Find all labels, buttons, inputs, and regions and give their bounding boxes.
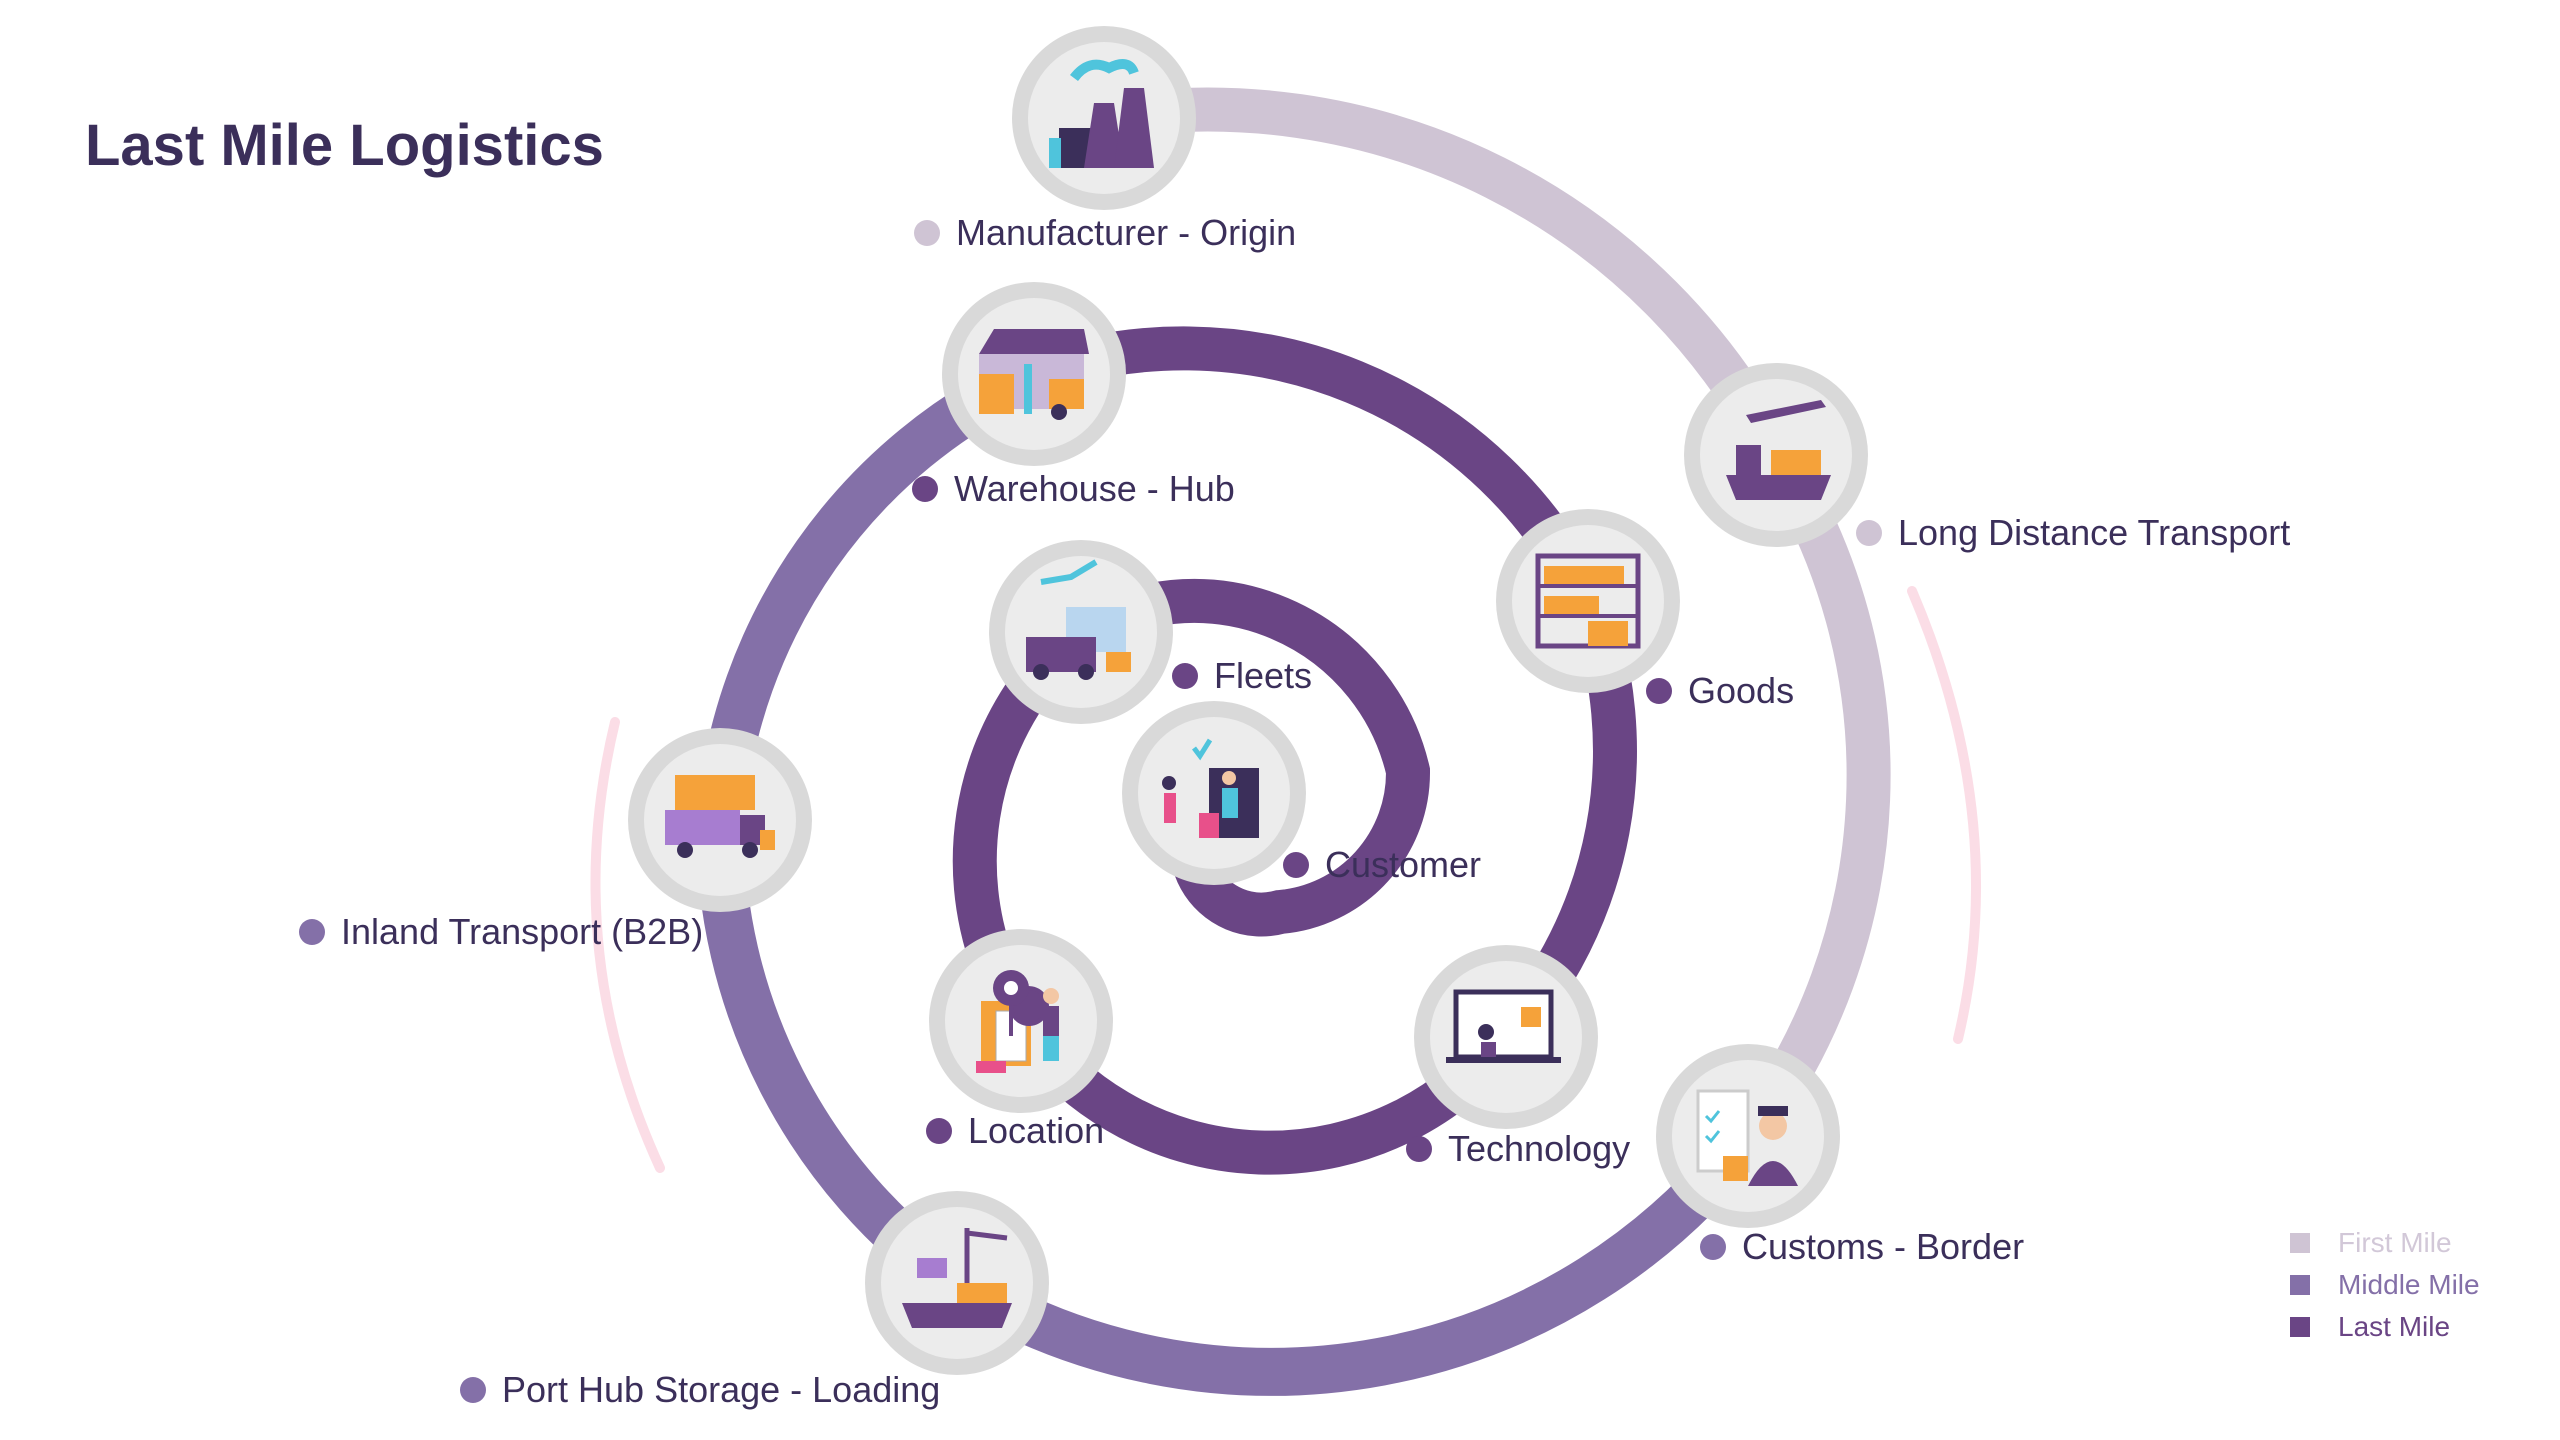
stage-label-warehouse: Warehouse - Hub xyxy=(912,467,1235,511)
stage-node-location xyxy=(929,929,1113,1113)
stage-label-fleets: Fleets xyxy=(1172,654,1312,698)
location-pin-icon xyxy=(976,970,1059,1073)
stage-node-long-distance xyxy=(1684,363,1868,547)
stage-node-customer xyxy=(1122,701,1306,885)
stage-label-text: Long Distance Transport xyxy=(1898,512,2291,553)
stage-label-customer: Customer xyxy=(1283,843,1481,887)
stage-label-inland: Inland Transport (B2B) xyxy=(299,910,703,954)
stage-label-text: Inland Transport (B2B) xyxy=(341,911,704,952)
customer-package-icon xyxy=(1162,738,1259,838)
stage-label-text: Fleets xyxy=(1214,655,1313,696)
stage-dot xyxy=(1646,678,1672,704)
legend-swatch xyxy=(2290,1317,2310,1337)
warehouse-forklift-icon xyxy=(979,329,1089,420)
delivery-van-icon xyxy=(1026,559,1131,680)
cargo-ship-plane-icon xyxy=(1726,400,1831,500)
stage-node-port xyxy=(865,1191,1049,1375)
stage-node-inland xyxy=(628,728,812,912)
stage-label-text: Port Hub Storage - Loading xyxy=(502,1369,941,1410)
stage-dot xyxy=(460,1377,486,1403)
accent-arc-left xyxy=(590,717,665,1173)
stage-node-customs xyxy=(1656,1044,1840,1228)
goods-shelf-icon xyxy=(1535,553,1641,649)
stage-label-text: Customer xyxy=(1325,844,1482,885)
stage-label-text: Technology xyxy=(1448,1128,1631,1169)
stage-node-warehouse xyxy=(942,282,1126,466)
stage-label-port: Port Hub Storage - Loading xyxy=(460,1368,940,1412)
stage-label-location: Location xyxy=(926,1109,1104,1153)
legend-label: First Mile xyxy=(2338,1227,2452,1258)
legend: First Mile Middle Mile Last Mile xyxy=(2290,1222,2480,1348)
stage-dot xyxy=(926,1118,952,1144)
stage-label-text: Manufacturer - Origin xyxy=(956,212,1297,253)
truck-icon xyxy=(665,775,775,858)
stage-dot xyxy=(912,476,938,502)
legend-label: Last Mile xyxy=(2338,1311,2451,1342)
factory-icon xyxy=(1049,59,1154,168)
legend-item-middle-mile: Middle Mile xyxy=(2290,1264,2480,1306)
stage-label-technology: Technology xyxy=(1406,1127,1630,1171)
legend-item-last-mile: Last Mile xyxy=(2290,1306,2480,1348)
stage-dot xyxy=(914,220,940,246)
stage-node-technology xyxy=(1414,945,1598,1129)
middle-mile-path xyxy=(695,352,1768,1396)
accent-arc-right xyxy=(1907,586,1981,1044)
stage-label-text: Location xyxy=(968,1110,1105,1151)
stage-label-manufacturer: Manufacturer - Origin xyxy=(914,211,1296,255)
laptop-worker-icon xyxy=(1446,989,1561,1063)
stage-dot xyxy=(1406,1136,1432,1162)
legend-swatch xyxy=(2290,1233,2310,1253)
stage-node-fleets xyxy=(989,540,1173,724)
customs-officer-icon xyxy=(1696,1089,1798,1186)
stage-label-long-distance: Long Distance Transport xyxy=(1856,511,2290,555)
stage-dot xyxy=(1172,663,1198,689)
stage-label-text: Goods xyxy=(1688,670,1795,711)
page-title: Last Mile Logistics xyxy=(85,113,604,178)
stage-dot xyxy=(1700,1234,1726,1260)
stage-dot xyxy=(1856,520,1882,546)
stage-dot xyxy=(1283,852,1309,878)
stage-dot xyxy=(299,919,325,945)
stage-label-text: Warehouse - Hub xyxy=(954,468,1235,509)
port-crane-ship-icon xyxy=(902,1228,1012,1328)
stage-label-text: Customs - Border xyxy=(1742,1226,2025,1267)
legend-label: Middle Mile xyxy=(2338,1269,2480,1300)
legend-swatch xyxy=(2290,1275,2310,1295)
legend-item-first-mile: First Mile xyxy=(2290,1222,2480,1264)
stage-label-customs: Customs - Border xyxy=(1700,1225,2024,1269)
stage-node-goods xyxy=(1496,509,1680,693)
stage-label-goods: Goods xyxy=(1646,669,1794,713)
stage-node-manufacturer xyxy=(1012,26,1196,210)
